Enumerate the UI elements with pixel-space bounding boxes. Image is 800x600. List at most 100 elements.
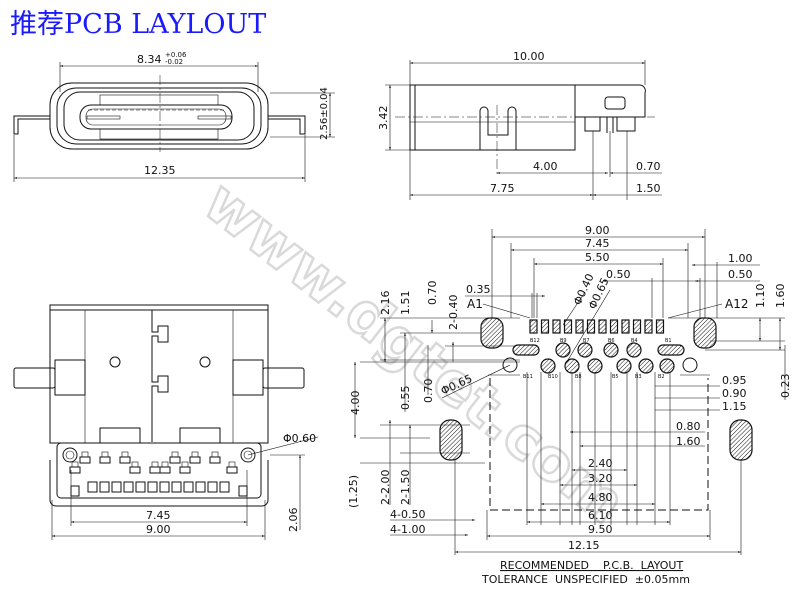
dim-hole: Φ0.60: [283, 432, 316, 445]
bottom-view: Φ0.60 7.45 9.00 2.06: [13, 304, 319, 540]
contact-tab: [228, 461, 236, 468]
pad-a2: [540, 319, 550, 334]
contact-tab: [161, 461, 169, 468]
dim-1-15: 1.15: [722, 400, 747, 413]
shell-pad-top-right: [693, 317, 717, 349]
contact-finger: [183, 481, 194, 493]
dim-1-00: 1.00: [728, 252, 753, 265]
pin-label: B12: [530, 338, 540, 344]
contact-pad: [149, 466, 161, 474]
contact-finger: [87, 481, 98, 493]
dim-3-20: 3.20: [588, 472, 613, 485]
pin-label: B6: [608, 338, 615, 344]
pad-a8: [609, 319, 619, 334]
contact-tab: [181, 461, 189, 468]
dim-0-80: 0.80: [676, 420, 701, 433]
pin-label: B9: [560, 338, 567, 344]
dim-6-10: 6.10: [588, 509, 613, 522]
dim-pitch-0-50: 0.50: [606, 268, 631, 281]
dim-4-80: 4.80: [588, 491, 613, 504]
contact-tab: [211, 451, 219, 458]
pin-label: B8: [575, 374, 582, 380]
pad-a3: [552, 319, 561, 334]
pin-label: B7: [583, 338, 590, 344]
pin-pad: [540, 358, 556, 374]
pad-a6: [586, 319, 596, 334]
contact-tab: [191, 451, 199, 458]
contact-pad: [129, 466, 141, 474]
contact-pad: [179, 466, 191, 474]
dim-0-70-mid: 0.70: [422, 379, 435, 404]
dim-9-00: 9.00: [585, 224, 610, 237]
contact-pad: [79, 456, 91, 464]
contact-tab: [151, 461, 159, 468]
contact-finger: [171, 481, 182, 493]
dim-1-60: 1.60: [774, 284, 787, 309]
contact-pad: [169, 456, 181, 464]
dim-2-2-00: 2-2.00: [379, 470, 392, 505]
dim-4-00-pcb: 4.00: [349, 391, 362, 416]
contact-pad: [69, 466, 81, 474]
contact-finger: [99, 481, 110, 493]
dim-0-70-top: 0.70: [426, 281, 439, 306]
caption-tolerance: TOLERANCE UNSPECIFIED ±0.05mm: [481, 573, 690, 586]
contact-tab: [121, 451, 129, 458]
dim-4-00: 4.00: [533, 160, 558, 173]
dim-height: 2.56±0.04: [319, 87, 330, 140]
pin-pad: [626, 342, 642, 358]
pin-label: B1: [665, 338, 672, 344]
dim-1-10: 1.10: [754, 284, 767, 309]
contact-finger: [70, 485, 80, 497]
label-a12: A12: [725, 297, 748, 311]
dim-inner: 7.45: [146, 509, 171, 522]
dim-0-90: 0.90: [722, 387, 747, 400]
dim-1-50: 1.50: [636, 182, 661, 195]
contact-pad: [226, 466, 238, 474]
label-a1: A1: [467, 297, 483, 311]
dim-5-50: 5.50: [585, 251, 610, 264]
shell-pad-bottom-right: [729, 419, 753, 461]
dim-2-40: 2.40: [588, 457, 613, 470]
dim-0-55: 0.55: [399, 386, 412, 411]
pad-b12: [512, 344, 540, 356]
dim-tol-minus: -0.02: [165, 58, 183, 66]
pad-a9: [621, 319, 630, 334]
contact-pad: [189, 456, 201, 464]
pad-a10: [632, 319, 642, 334]
dim-0-35: 0.35: [466, 283, 491, 296]
pad-a4: [563, 319, 573, 334]
dim-7-45: 7.45: [585, 237, 610, 250]
dim-width-top: 8.34: [137, 53, 162, 66]
contact-pad: [209, 456, 221, 464]
dim-2-0-40: 2-0.40: [447, 295, 460, 330]
side-view: 10.00 3.42 4.00 0.70 7.75 1.50: [377, 50, 662, 200]
contact-tab: [81, 451, 89, 458]
pin-pad: [616, 358, 632, 374]
contact-tab: [71, 461, 79, 468]
dim-depth: 2.06: [287, 508, 300, 533]
dim-12-15: 12.15: [568, 539, 600, 552]
caption-recommended-layout: RECOMMENDED P.C.B. LAYOUT: [500, 559, 683, 572]
shell-pad-bottom-left: [439, 419, 463, 461]
pad-a5: [575, 319, 584, 334]
contact-finger: [219, 481, 230, 493]
dim-0-23: 0.23: [779, 374, 792, 399]
pin-label: B5: [612, 374, 619, 380]
dim-1-60-right: 1.60: [676, 435, 701, 448]
pin-label: B11: [523, 374, 533, 380]
dim-4-0-50: 4-0.50: [390, 508, 425, 521]
dim-outer: 9.00: [146, 523, 171, 536]
dim-2-16: 2.16: [379, 291, 392, 316]
pad-a1: [529, 319, 538, 334]
dim-9-50: 9.50: [588, 523, 613, 536]
front-view: 8.34 +0.06 -0.02 12.35 2.56±0.04: [13, 51, 335, 182]
pad-b1: [657, 344, 685, 356]
dim-1-51: 1.51: [399, 291, 412, 316]
pad-a12: [655, 319, 665, 334]
contact-tab: [131, 461, 139, 468]
contact-finger: [147, 481, 158, 493]
dim-length: 10.00: [513, 50, 545, 63]
pin-pad: [603, 342, 619, 358]
